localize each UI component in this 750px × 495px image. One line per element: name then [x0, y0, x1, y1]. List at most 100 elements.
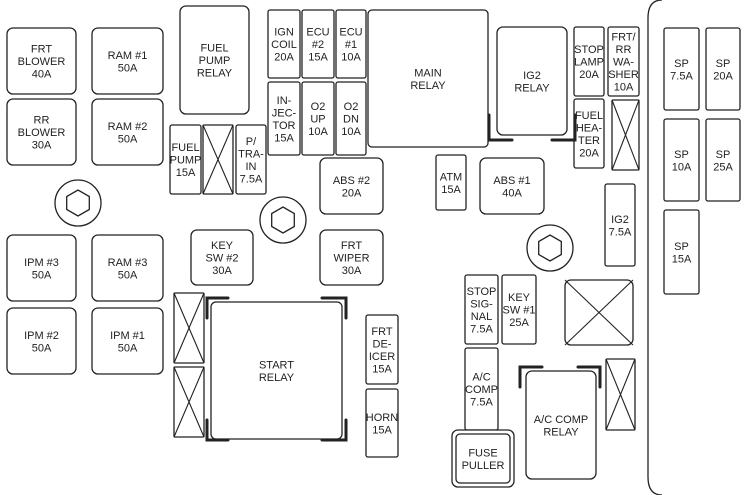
stop-signal-box [464, 274, 499, 345]
ecu-1-label-line: #1 [345, 39, 357, 51]
ram-3-label-line: 50A [118, 269, 138, 281]
rr-blower-box [6, 98, 77, 166]
rr-blower-label-line: RR [34, 115, 50, 127]
ac-comp-label-line: 7.5A [470, 397, 493, 409]
blank-slot-a [202, 124, 234, 195]
blank-slot-b [611, 99, 640, 171]
fuel-heater-label-line: FUEL [575, 110, 603, 122]
fuel-pump-box [169, 124, 202, 195]
ig2-box [604, 183, 636, 267]
key-sw-2-label-line: KEY [211, 240, 234, 252]
sp-25a-box [705, 118, 741, 202]
fuel-pump-relay-label-line: RELAY [197, 68, 233, 80]
ig2-label-line: IG2 [611, 214, 629, 226]
right-panel-outline [647, 0, 663, 495]
ipm-3-box [6, 234, 77, 302]
key-sw-1-label-line: 25A [509, 317, 529, 329]
sp-20a-label-line: 20A [713, 70, 733, 82]
ipm-2-label-line: 50A [32, 342, 52, 354]
frt-rr-washer-label-line: RR [616, 44, 632, 56]
ipm-3-label-line: 50A [32, 269, 52, 281]
rr-blower-label-line: BLOWER [18, 127, 66, 139]
o2-up-box [301, 81, 335, 156]
ram-1-label-line: 50A [118, 62, 138, 74]
fuse-puller-box [451, 429, 515, 488]
ign-coil-box [267, 9, 301, 79]
stop-lamp-label-line: LAMP [574, 57, 604, 69]
frt-rr-washer-label-line: FRT/ [611, 32, 636, 44]
p-train-label-line: 7.5A [240, 173, 263, 185]
ram-1-box [91, 27, 164, 95]
p-train-label-line: P/ [246, 136, 257, 148]
bolt-center-icon [259, 196, 307, 244]
o2-dn-box [335, 81, 367, 156]
fuel-heater-label-line: TER [578, 135, 600, 147]
ipm-1-box [91, 307, 164, 375]
frt-wiper-label-line: FRT [341, 240, 362, 252]
frt-deicer-box [365, 314, 399, 385]
ecu-2-box [301, 9, 335, 79]
frt-deicer-label-line: FRT [371, 326, 392, 338]
abs-2-label-line: 20A [342, 187, 362, 199]
ac-comp-relay-label-line: A/C COMP [534, 414, 588, 426]
stop-signal-label-line: SIG- [470, 298, 493, 310]
frt-wiper-box [319, 229, 384, 286]
o2-dn-label-line: O2 [344, 101, 359, 113]
p-train-label-line: TRA- [238, 148, 264, 160]
rr-blower-label-line: 30A [32, 140, 52, 152]
injector-label-line: JEC- [272, 107, 297, 119]
abs-1-label-line: ABS #1 [493, 175, 530, 187]
frt-blower-box [6, 27, 77, 95]
sp-15a-label-line: 15A [672, 253, 692, 265]
ram-3-label-line: RAM #3 [108, 257, 148, 269]
sp-7-5a-box [663, 27, 700, 111]
frt-blower-label-line: BLOWER [18, 56, 66, 68]
p-train-box [235, 124, 267, 195]
injector-label-line: IN- [277, 95, 292, 107]
fuel-heater-label-line: HEA- [576, 122, 603, 134]
frt-rr-washer-label-line: WA- [613, 57, 634, 69]
main-relay-box [367, 9, 489, 148]
fuel-pump-relay-box [179, 5, 250, 115]
bolt-right-icon [526, 224, 574, 272]
abs-1-label-line: 40A [502, 187, 522, 199]
frt-blower-label-line: FRT [31, 44, 52, 56]
relay-bracket [205, 296, 230, 320]
ig2-label-line: 7.5A [609, 226, 632, 238]
frt-wiper-label-line: WIPER [333, 253, 369, 265]
stop-lamp-box [573, 26, 605, 97]
frt-rr-washer-label-line: SHER [608, 69, 639, 81]
blank-slot-f [605, 358, 636, 431]
stop-lamp-label-line: STOP [574, 44, 604, 56]
ipm-1-label-line: 50A [118, 342, 138, 354]
ecu-1-label-line: 10A [341, 52, 361, 64]
ram-2-label-line: RAM #2 [108, 121, 148, 133]
abs-2-label-line: ABS #2 [333, 175, 370, 187]
ipm-1-label-line: IPM #1 [110, 330, 145, 342]
sp-25a-label-line: SP [716, 149, 731, 161]
ecu-2-label-line: 15A [308, 52, 328, 64]
ecu-1-box [335, 9, 367, 79]
sp-10a-box [663, 118, 700, 202]
relay-bracket [550, 113, 577, 142]
sp-25a-label-line: 25A [713, 161, 733, 173]
ipm-2-box [6, 307, 77, 375]
abs-1-box [479, 157, 545, 215]
sp-10a-label-line: 10A [672, 161, 692, 173]
relay-bracket [320, 296, 348, 320]
blank-slot-e [173, 366, 205, 438]
fuel-pump-relay-label-line: FUEL [200, 43, 228, 55]
o2-dn-label-line: DN [343, 114, 359, 126]
frt-deicer-label-line: ICER [369, 351, 395, 363]
ig2-relay-label-line: IG2 [523, 70, 541, 82]
stop-lamp-label-line: 20A [579, 69, 599, 81]
ecu-1-label-line: ECU [339, 27, 362, 39]
ram-2-box [91, 98, 164, 166]
sp-20a-box [705, 27, 741, 111]
ac-comp-label-line: A/C [472, 372, 490, 384]
abs-2-box [319, 157, 384, 215]
frt-rr-washer-box [607, 26, 640, 97]
horn-box [365, 388, 399, 458]
frt-rr-washer-label-line: 10A [614, 82, 634, 94]
